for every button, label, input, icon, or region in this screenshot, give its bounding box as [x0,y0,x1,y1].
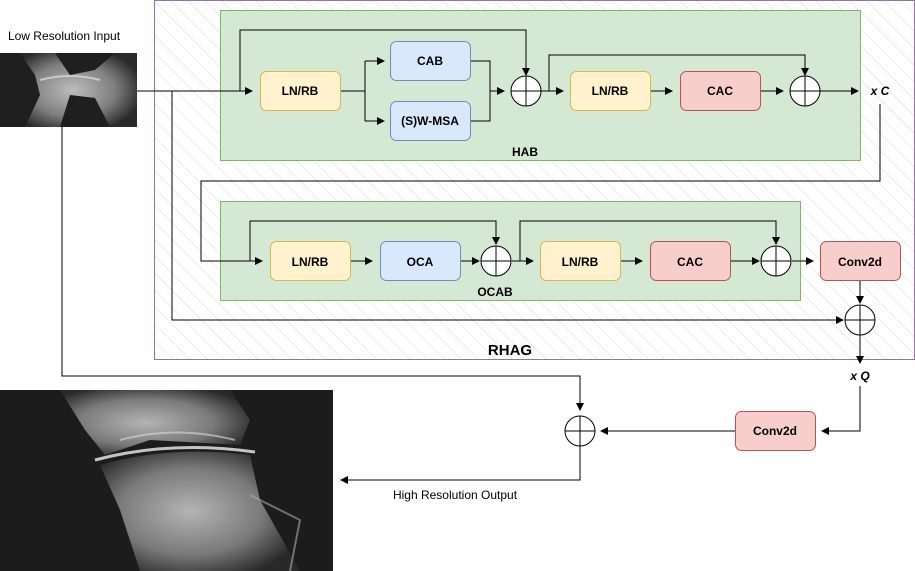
xq-repeat-label: x Q [849,369,870,383]
cab-label: CAB [417,54,443,68]
oca-label: OCA [407,255,434,269]
sum-node-hab-2 [789,75,821,107]
hab-ln-rb-2-label: LN/RB [592,84,629,98]
wmsa-label: (S)W-MSA [401,114,459,128]
connectors [61,29,881,484]
rhag-conv2d-label: Conv2d [838,255,882,269]
hab-cac-label: CAC [707,84,733,98]
ocab-ln-rb-2-block [540,241,621,281]
ocab-ln-rb-2-label: LN/RB [562,255,599,269]
hab-ln-rb-2-block [570,71,651,111]
ocab-title: OCAB [477,285,513,299]
rhag-conv2d-block [820,241,901,281]
final-conv2d-label: Conv2d [753,424,797,438]
output-label: High Resolution Output [393,488,518,502]
sum-node-ocab-1 [480,245,512,277]
ocab-ln-rb-label: LN/RB [292,255,329,269]
hab-ln-rb-block [260,71,341,111]
rhag-title: RHAG [488,342,532,359]
final-conv2d-block [735,411,816,451]
low-resolution-image [0,53,137,127]
sum-node-hab-1 [510,75,542,107]
xc-repeat-label: x C [870,84,890,98]
input-label: Low Resolution Input [8,29,121,43]
cab-block [390,41,471,81]
hab-title: HAB [512,145,538,159]
hab-cac-block [680,71,761,111]
sum-node-rhag [844,304,876,336]
ocab-cac-block [650,241,731,281]
oca-block [380,241,461,281]
sum-node-final [564,415,596,447]
ocab-ln-rb-block [270,241,351,281]
high-resolution-image [0,390,333,571]
sum-node-ocab-2 [760,245,792,277]
ocab-cac-label: CAC [677,255,703,269]
hab-ln-rb-label: LN/RB [282,84,319,98]
wmsa-block [390,101,471,141]
